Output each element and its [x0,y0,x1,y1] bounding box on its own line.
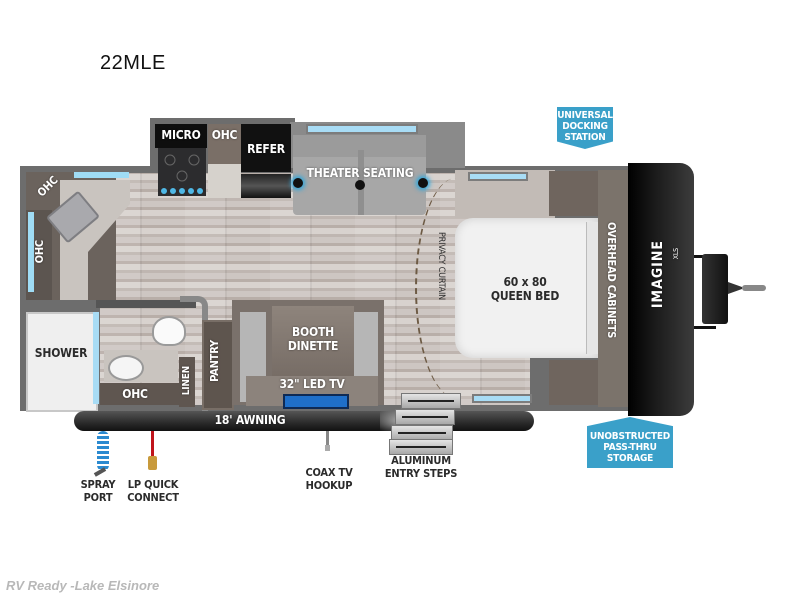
pass-thru-storage-callout: UNOBSTRUCTED PASS-THRU STORAGE [587,417,673,468]
hitch-jack [702,254,728,324]
lp-line-icon [151,431,154,456]
model-title: 22MLE [100,52,166,74]
coax-line2: HOOKUP [305,479,353,492]
nightstand-bottom [549,360,599,405]
lp-line2: CONNECT [127,491,179,504]
coax-tv-hookup-label: COAX TV HOOKUP [303,466,355,492]
lp-fitting-icon [148,456,157,470]
imagine-logo: IMAGINE [650,240,666,309]
privacy-curtain-label: PRIVACY CURTAIN [436,232,446,301]
awning [74,411,534,431]
cupholder-icon [293,178,303,188]
led-tv-icon [283,394,349,409]
pantry [202,320,234,410]
led-ceiling-light [472,394,532,403]
dinette-table [272,306,354,376]
refrigerator-lower [241,174,291,198]
lp-quick-connect-label: LP QUICK CONNECT [124,478,182,504]
storage-line2: PASS-THRU [603,442,657,453]
coax-line1: COAX TV [305,466,353,479]
counter-top [208,164,241,198]
ohc-top-label: OHC [211,128,238,142]
booth-dinette-label: BOOTH DINETTE [276,325,350,353]
spray-port-label: SPRAY PORT [78,478,118,504]
queen-bed [455,218,598,358]
nightstand-top [549,171,599,216]
bed-pillows [586,222,599,354]
lp-line1: LP QUICK [127,478,179,491]
led-window-light [74,172,129,178]
awning-label: 18' AWNING [214,413,286,427]
led-window-light [28,212,34,292]
entry-steps-icon [389,393,461,455]
docking-line2: DOCKING [562,121,608,132]
spray-nozzle-icon [93,467,107,477]
xls-logo: XLS [672,248,680,260]
micro-label: MICRO [161,128,201,142]
docking-line3: STATION [564,132,606,143]
coax-connector-icon [325,445,330,451]
aluminum-entry-steps-label: ALUMINUM ENTRY STEPS [383,454,459,480]
universal-docking-station-callout: UNIVERSAL DOCKING STATION [557,107,613,149]
dinette-label: DINETTE [287,339,339,353]
linen-label: LINEN [181,366,192,396]
microwave [155,124,207,148]
spray-port-line2: PORT [83,491,113,504]
refrigerator [241,124,291,172]
ohc-side-label: OHC [33,240,46,264]
booth-label: BOOTH [292,325,334,339]
kitchen-overhead-cabinet [208,124,241,164]
docking-line1: UNIVERSAL [557,110,613,121]
hitch-coupler-icon [728,282,766,294]
spray-port-line1: SPRAY [80,478,116,491]
tv-label: 32" LED TV [279,377,345,391]
steps-line1: ALUMINUM [391,454,451,467]
linen-closet [179,357,195,407]
bathroom-overhead-cabinet [100,383,180,405]
refer-label: REFER [247,142,285,156]
led-ceiling-light [306,124,418,134]
bed-label: 60 x 80 QUEEN BED [470,275,580,303]
led-shower-light [93,312,99,404]
pantry-label: PANTRY [208,340,221,382]
theater-seating-label: THEATER SEATING [306,166,414,180]
bed-size-label: 60 x 80 [503,275,547,289]
overhead-cabinets [598,170,628,407]
front-cap [628,163,694,416]
steps-line2: ENTRY STEPS [384,467,458,480]
dealer-watermark: RV Ready -Lake Elsinore [6,578,160,593]
bed-type-label: QUEEN BED [490,289,560,303]
storage-line1: UNOBSTRUCTED [589,431,671,442]
led-ceiling-light [468,172,528,181]
shower-label: SHOWER [34,346,88,360]
privacy-curtain-line [415,178,497,398]
bathroom-wall [96,300,196,308]
coax-cable-icon [326,431,329,446]
cupholder-icon [418,178,428,188]
shower [26,312,98,412]
cupholder-icon [355,180,365,190]
stove-icon [158,148,206,196]
spray-port-hose-icon [97,431,109,471]
storage-line3: STORAGE [606,453,654,464]
bathroom-ohc-label: OHC [122,387,148,401]
overhead-cabinets-label: OVERHEAD CABINETS [605,222,618,339]
toilet-icon [152,316,186,346]
bathroom-sink-icon [108,355,144,381]
theater-seating-back [293,135,426,157]
